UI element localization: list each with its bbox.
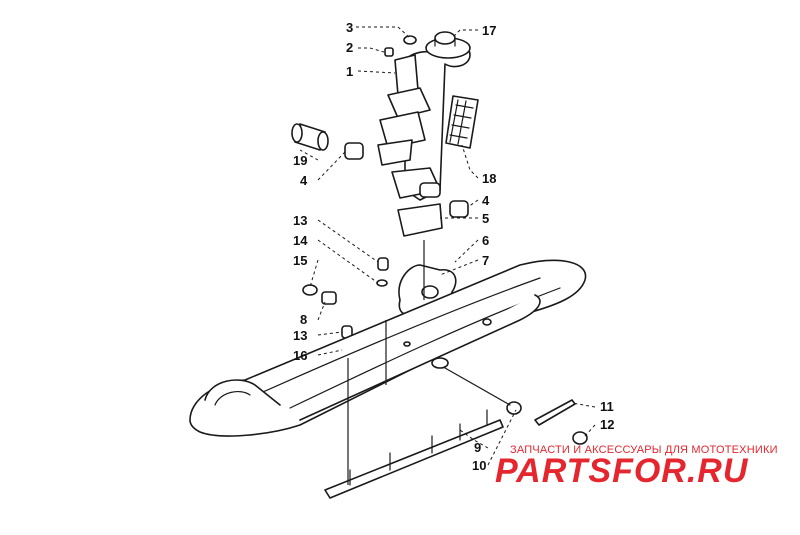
callout-6: 6 bbox=[482, 233, 489, 248]
callout-13-top: 13 bbox=[293, 213, 307, 228]
callout-12: 12 bbox=[600, 417, 614, 432]
callout-4-left: 4 bbox=[300, 173, 308, 188]
callout-18: 18 bbox=[482, 171, 496, 186]
bushing-4-right bbox=[449, 200, 469, 218]
callout-19: 19 bbox=[293, 153, 307, 168]
callout-labels: 3 2 1 17 18 19 4 4 5 6 7 13 14 15 8 13 1… bbox=[293, 20, 614, 473]
callout-9: 9 bbox=[474, 440, 481, 455]
runner-9 bbox=[324, 409, 504, 499]
callout-14: 14 bbox=[293, 233, 308, 248]
bushing-4-left bbox=[344, 142, 364, 160]
callout-16: 16 bbox=[293, 348, 307, 363]
callout-8: 8 bbox=[300, 312, 307, 327]
callout-17: 17 bbox=[482, 23, 496, 38]
callout-10: 10 bbox=[472, 458, 486, 473]
pin-19 bbox=[291, 123, 329, 151]
callout-13-bottom: 13 bbox=[293, 328, 307, 343]
callout-2: 2 bbox=[346, 40, 353, 55]
callout-7: 7 bbox=[482, 253, 489, 268]
callout-1: 1 bbox=[346, 64, 353, 79]
callout-3: 3 bbox=[346, 20, 353, 35]
leader-lines bbox=[299, 26, 596, 485]
watermark-brand: PARTSFOR.RU bbox=[495, 452, 749, 490]
pad-18 bbox=[445, 95, 479, 149]
ski-7 bbox=[189, 259, 587, 437]
spindle-assembly bbox=[377, 31, 471, 237]
callout-11: 11 bbox=[600, 399, 614, 414]
watermark-subtitle: ЗАПЧАСТИ И АКСЕССУАРЫ ДЛЯ МОТОТЕХНИКИ bbox=[510, 444, 778, 456]
callout-15: 15 bbox=[293, 253, 307, 268]
bolt-assembly bbox=[506, 399, 588, 445]
callout-5: 5 bbox=[482, 211, 489, 226]
callout-4-right: 4 bbox=[482, 193, 490, 208]
watermark: ЗАПЧАСТИ И АКСЕССУАРЫ ДЛЯ МОТОТЕХНИКИ PA… bbox=[495, 444, 778, 490]
